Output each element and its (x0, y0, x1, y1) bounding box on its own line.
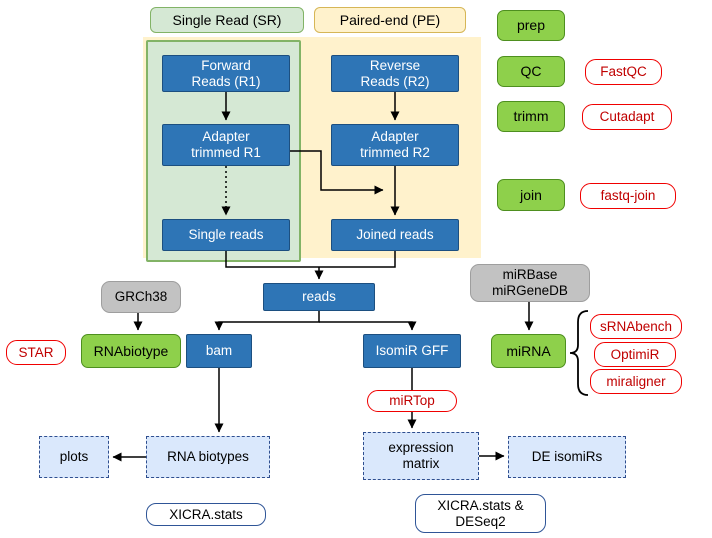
step-prep-label: prep (516, 17, 546, 34)
node-grch38: GRCh38 (101, 281, 181, 313)
node-forward-reads-label: Forward Reads (R1) (191, 57, 261, 89)
node-mirbase-mirgenedb-label: miRBase miRGeneDB (492, 267, 568, 298)
step-trimm: trimm (497, 101, 565, 132)
node-mirna-label: miRNA (506, 342, 551, 359)
tool-mirtop: miRTop (367, 390, 457, 412)
node-reads: reads (263, 283, 375, 311)
output-plots: plots (39, 436, 109, 478)
node-reverse-reads-label: Reverse Reads (R2) (360, 57, 430, 89)
step-qc-label: QC (520, 63, 542, 80)
node-adapter-trimmed-r1: Adapter trimmed R1 (162, 124, 290, 166)
node-reverse-reads: Reverse Reads (R2) (331, 55, 459, 92)
step-join: join (497, 179, 565, 211)
node-xicra-stats: XICRA.stats (146, 503, 266, 526)
step-join-label: join (520, 186, 542, 203)
tool-optimir: OptimiR (594, 342, 676, 367)
node-joined-reads-label: Joined reads (356, 227, 434, 243)
node-grch38-label: GRCh38 (114, 289, 168, 305)
step-qc: QC (497, 56, 565, 87)
node-single-reads: Single reads (162, 219, 290, 251)
node-xicra-stats-label: XICRA.stats (169, 506, 243, 522)
node-adapter-trimmed-r2-label: Adapter trimmed R2 (360, 129, 430, 160)
output-rna-biotypes: RNA biotypes (146, 436, 270, 478)
node-mirbase-mirgenedb: miRBase miRGeneDB (470, 264, 590, 302)
tool-star-label: STAR (18, 344, 54, 360)
output-plots-label: plots (59, 449, 89, 465)
tool-fastqc: FastQC (585, 59, 662, 85)
tool-miraligner-label: miraligner (606, 373, 666, 389)
node-bam-label: bam (205, 343, 233, 359)
tool-fastq-join-label: fastq-join (600, 188, 656, 204)
tool-srnabench-label: sRNAbench (599, 318, 673, 334)
tool-srnabench: sRNAbench (590, 314, 682, 339)
tool-cutadapt: Cutadapt (582, 104, 672, 130)
output-expression-matrix: expression matrix (363, 432, 479, 480)
output-expression-matrix-label: expression matrix (388, 440, 454, 471)
step-trimm-label: trimm (513, 108, 549, 125)
brace (569, 310, 589, 396)
node-adapter-trimmed-r1-label: Adapter trimmed R1 (191, 129, 261, 160)
step-prep: prep (497, 10, 565, 41)
output-rna-biotypes-label: RNA biotypes (167, 449, 249, 465)
single-read-label-text: Single Read (SR) (172, 11, 282, 28)
single-read-label: Single Read (SR) (150, 7, 304, 33)
node-xicra-stats-deseq2-label: XICRA.stats & DESeq2 (437, 497, 524, 529)
node-single-reads-label: Single reads (188, 227, 264, 243)
output-de-isomirs: DE isomiRs (508, 436, 626, 478)
node-rnabiotype-label: RNAbiotype (93, 342, 169, 359)
node-joined-reads: Joined reads (331, 219, 459, 251)
node-mirna: miRNA (491, 334, 566, 368)
tool-optimir-label: OptimiR (610, 346, 660, 362)
node-forward-reads: Forward Reads (R1) (162, 55, 290, 92)
tool-miraligner: miraligner (590, 369, 682, 394)
node-reads-label: reads (302, 289, 336, 305)
node-adapter-trimmed-r2: Adapter trimmed R2 (331, 124, 459, 166)
tool-fastqc-label: FastQC (600, 64, 647, 80)
paired-end-label-text: Paired-end (PE) (339, 11, 441, 28)
node-bam: bam (186, 334, 252, 368)
node-isomir-gff-label: IsomiR GFF (375, 343, 449, 359)
tool-cutadapt-label: Cutadapt (599, 109, 655, 125)
tool-fastq-join: fastq-join (580, 183, 676, 209)
node-isomir-gff: IsomiR GFF (363, 334, 461, 368)
tool-mirtop-label: miRTop (389, 393, 435, 409)
node-xicra-stats-deseq2: XICRA.stats & DESeq2 (415, 494, 546, 533)
paired-end-label: Paired-end (PE) (314, 7, 466, 33)
node-rnabiotype: RNAbiotype (81, 334, 181, 368)
output-de-isomirs-label: DE isomiRs (531, 449, 603, 465)
tool-star: STAR (6, 340, 66, 365)
